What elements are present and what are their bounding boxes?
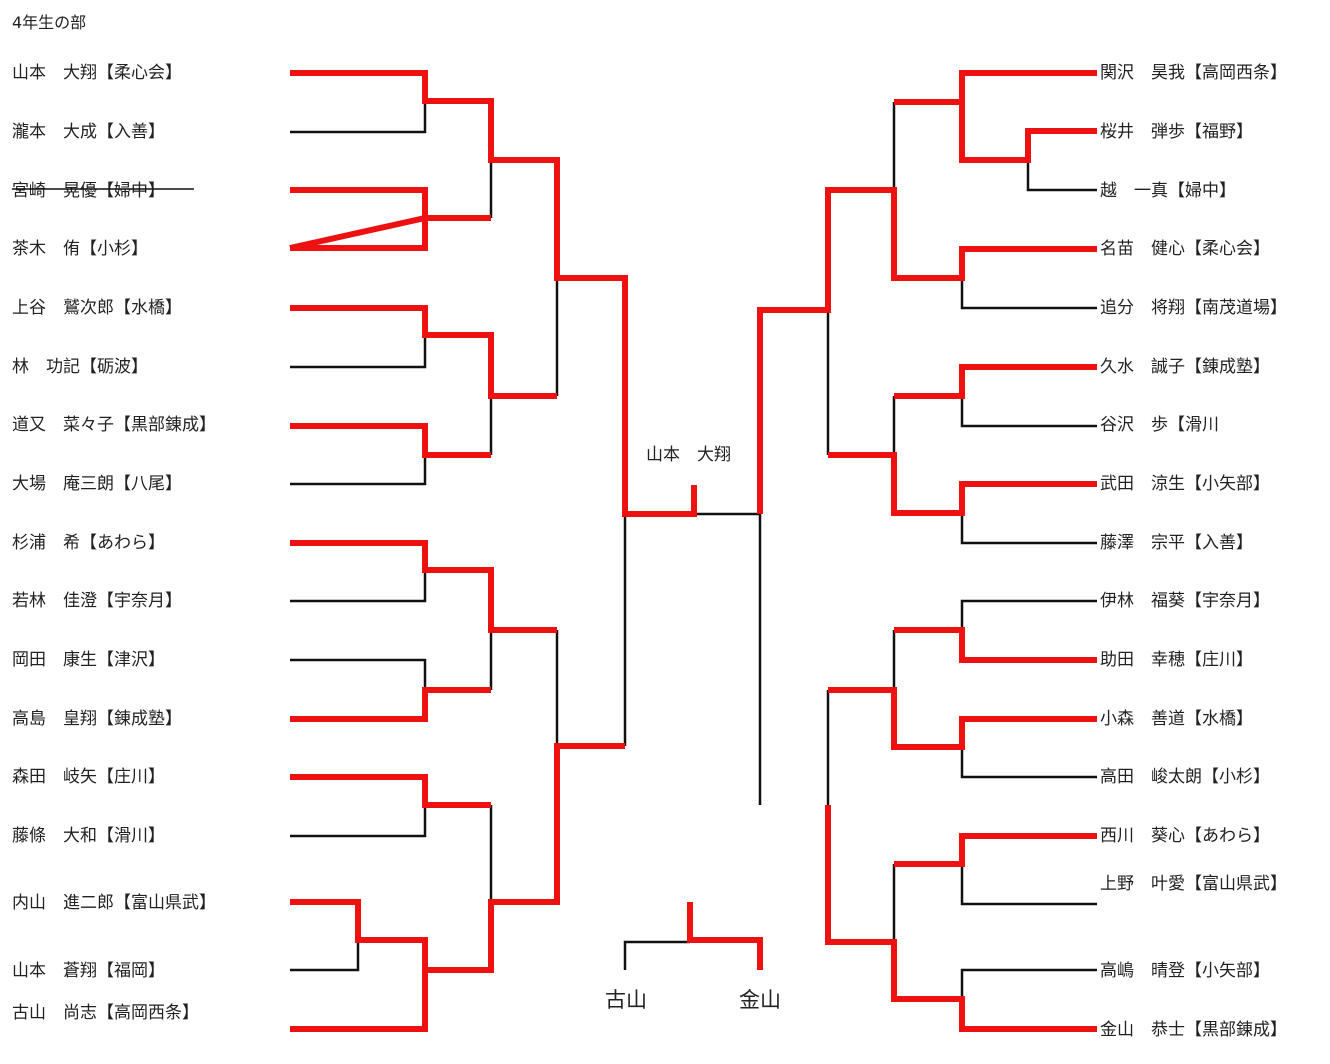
bracket-line-1 xyxy=(290,101,427,134)
winner-path-39 xyxy=(290,687,491,722)
winner-path-49 xyxy=(894,627,1097,663)
right-player-list: 関沢 昊我【高岡西条】 桜井 弾歩【福野】 越 一真【婦中】 名苗 健心【柔心会… xyxy=(1100,63,1287,1040)
winner-path-46 xyxy=(757,187,1097,514)
bracket-line-21 xyxy=(1026,160,1097,192)
bracket-line-25 xyxy=(960,599,1097,630)
winner-path-44 xyxy=(894,70,1097,105)
left-player-3: 宮崎 晃優【婦中】 xyxy=(12,181,165,201)
right-player-10: 伊林 福葵【宇奈月】 xyxy=(1100,591,1270,611)
bracket-line-6 xyxy=(290,805,427,838)
winner-path-47 xyxy=(894,364,1097,399)
bracket-line-27 xyxy=(960,864,1097,906)
right-player-7: 谷沢 歩【滑川 xyxy=(1100,415,1219,435)
bracket-line-28 xyxy=(960,968,1097,999)
left-player-17: 古山 尚志【高岡西条】 xyxy=(12,1003,199,1023)
bracket-line-4 xyxy=(290,570,427,603)
winner-path-45 xyxy=(959,102,1097,163)
left-player-5: 上谷 鷲次郎【水橋】 xyxy=(12,298,182,318)
winner-path-43 xyxy=(687,902,763,970)
right-player-14: 西川 葵心【あわら】 xyxy=(1100,826,1270,846)
right-player-5: 追分 将翔【南茂道場】 xyxy=(1100,298,1287,318)
right-player-1: 関沢 昊我【高岡西条】 xyxy=(1100,63,1287,83)
winner-path-36 xyxy=(290,305,557,399)
left-player-12: 高島 皇翔【錬成塾】 xyxy=(12,708,182,729)
winner-path-37 xyxy=(290,423,491,458)
bracket-line-20 xyxy=(623,940,690,970)
bracket-lines xyxy=(289,70,1097,1032)
left-player-10: 若林 佳澄【宇奈月】 xyxy=(12,591,182,611)
winner-path-40 xyxy=(290,774,491,808)
left-player-6: 林 功記【砺波】 xyxy=(12,357,148,377)
right-player-12: 小森 善道【水橋】 xyxy=(1100,709,1253,729)
right-player-9: 藤澤 宗平【入善】 xyxy=(1100,533,1253,553)
right-player-3: 越 一真【婦中】 xyxy=(1100,181,1236,201)
bracket-line-2 xyxy=(290,335,427,369)
bracket-title: 4年生の部 xyxy=(12,13,86,32)
winner-path-48 xyxy=(828,452,1097,516)
winner-path-51 xyxy=(894,833,1097,867)
bracket-line-3 xyxy=(290,455,427,486)
bracket-line-24 xyxy=(960,513,1097,545)
left-player-1: 山本 大翔【柔心会】 xyxy=(12,63,182,83)
third-place-right-name: 金山 xyxy=(739,988,781,1012)
winner-path-35 xyxy=(290,215,491,251)
champion-name: 山本 大翔 xyxy=(646,445,731,465)
right-player-8: 武田 涼生【小矢部】 xyxy=(1100,474,1270,494)
winner-path-38 xyxy=(290,540,557,633)
left-player-9: 杉浦 希【あわら】 xyxy=(12,533,165,553)
left-player-7: 道又 菜々子【黒部錬成】 xyxy=(12,415,216,435)
right-player-17: 金山 恭士【黒部錬成】 xyxy=(1100,1020,1287,1040)
left-player-2: 瀧本 大成【入善】 xyxy=(12,122,165,142)
winner-path-33 xyxy=(290,70,697,517)
third-place-left-name: 古山 xyxy=(605,988,647,1012)
left-player-4: 茶木 侑【小杉】 xyxy=(12,239,148,259)
right-player-11: 助田 幸穂【庄川】 xyxy=(1100,650,1253,670)
left-player-15: 内山 進二郎【富山県武】 xyxy=(12,893,216,913)
right-player-4: 名苗 健心【柔心会】 xyxy=(1100,239,1270,259)
right-player-6: 久水 誠子【錬成塾】 xyxy=(1100,356,1270,377)
winner-path-41 xyxy=(290,743,625,973)
bracket-line-26 xyxy=(960,747,1097,779)
winner-path-42 xyxy=(290,970,428,1032)
right-player-13: 高田 峻太朗【小杉】 xyxy=(1100,767,1270,787)
right-player-15: 上野 叶愛【富山県武】 xyxy=(1100,874,1287,894)
bracket-line-7 xyxy=(290,940,360,972)
right-player-16: 高嶋 晴登【小矢部】 xyxy=(1100,961,1270,981)
bracket-line-5 xyxy=(290,658,427,690)
winner-path-52 xyxy=(825,805,1097,1032)
left-player-13: 森田 岐矢【庄川】 xyxy=(12,767,165,787)
bracket-line-23 xyxy=(960,396,1097,428)
left-player-11: 岡田 康生【津沢】 xyxy=(12,650,165,670)
left-player-8: 大場 庵三朗【八尾】 xyxy=(12,474,182,494)
left-player-16: 山本 蒼翔【福岡】 xyxy=(12,961,165,981)
right-player-2: 桜井 弾歩【福野】 xyxy=(1100,122,1253,142)
left-player-14: 藤條 大和【滑川】 xyxy=(12,826,165,846)
winner-path-34 xyxy=(289,187,428,251)
winner-path-50 xyxy=(828,687,1097,750)
left-player-list: 山本 大翔【柔心会】 瀧本 大成【入善】 宮崎 晃優【婦中】 茶木 侑【小杉】 … xyxy=(12,63,216,1023)
bracket-line-22 xyxy=(960,278,1097,310)
